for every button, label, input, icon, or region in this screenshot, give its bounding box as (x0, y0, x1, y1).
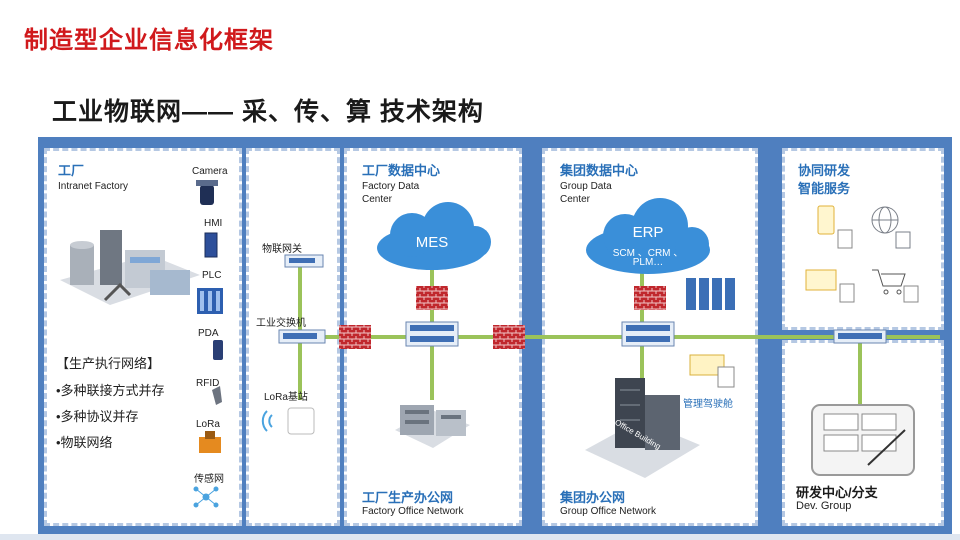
rd-center-subtitle: Dev. Group (796, 500, 852, 512)
factory-illustration-icon (60, 230, 200, 305)
group-dc-subtitle: Center (560, 194, 591, 205)
device-label: PDA (198, 328, 219, 339)
camera-icon (196, 180, 218, 205)
rd-center-title: 研发中心/分支 (796, 485, 878, 500)
server-rack-icon (686, 278, 735, 310)
firewall-icon (634, 286, 666, 310)
rd-title: 协同研发 (798, 163, 851, 178)
factory-bullet: •物联网络 (56, 435, 113, 450)
switch-icon (833, 329, 887, 344)
cart-icon (872, 269, 919, 303)
lora-base-station-icon (261, 407, 315, 435)
factory-bullet: 【生产执行网络】 (56, 356, 161, 371)
hmi-icon (204, 232, 218, 258)
device-label: 传感网 (194, 474, 224, 485)
factory-title: 工厂 (58, 163, 85, 178)
plc-icon (197, 288, 223, 314)
group-office-title: 集团办公网 (560, 490, 626, 505)
factory-bullet: •多种协议并存 (56, 409, 139, 424)
sensor-network-icon (193, 486, 219, 508)
cloud-icon (377, 202, 491, 270)
factory-dc-subtitle: Factory Data (362, 181, 420, 192)
globe-icon (871, 206, 911, 249)
switch-icon (284, 254, 324, 268)
device-label: RFID (196, 378, 220, 389)
erp-cloud-sublabel: PLM… (632, 257, 664, 268)
group-office-subtitle: Group Office Network (560, 506, 656, 517)
device-label: LoRa (196, 419, 220, 430)
switch-icon (621, 321, 675, 347)
firewall-icon (339, 325, 371, 349)
erp-cloud-sublabel: SCM 、CRM 、 (612, 248, 684, 259)
switch-icon (278, 329, 326, 344)
panel-factory (44, 148, 242, 526)
factory-office-title: 工厂生产办公网 (362, 490, 454, 505)
industrial-switch-label: 工业交换机 (256, 318, 306, 329)
bottom-band (0, 534, 960, 540)
mobile-phone-icon (817, 205, 853, 249)
tablet-icon (811, 404, 915, 476)
dashboard-icon (689, 354, 735, 388)
card-icon (805, 269, 855, 303)
rd-title: 智能服务 (798, 181, 851, 196)
factory-bullet: •多种联接方式并存 (56, 383, 165, 398)
group-dc-title: 集团数据中心 (560, 163, 639, 178)
page-subtitle: 工业物联网—— 采、传、算 技术架构 (52, 98, 484, 126)
factory-office-subtitle: Factory Office Network (362, 506, 464, 517)
factory-dc-title: 工厂数据中心 (362, 163, 441, 178)
iot-gateway-label: 物联网关 (262, 244, 302, 255)
lora-base-label: LoRa基站 (264, 392, 308, 403)
firewall-icon (416, 286, 448, 310)
panel-rd-services (782, 148, 944, 330)
switch-icon (405, 321, 459, 347)
device-label: PLC (202, 270, 222, 281)
page-title: 制造型企业信息化框架 (24, 27, 274, 54)
rfid-icon (212, 386, 222, 405)
firewall-icon (493, 325, 525, 349)
cloud-icon (586, 198, 710, 274)
device-label: HMI (204, 218, 223, 229)
factory-dc-subtitle: Center (362, 194, 393, 205)
office-building-icon (585, 378, 700, 478)
erp-cloud-label: ERP (632, 224, 664, 241)
mes-cloud-label: MES (415, 234, 449, 251)
cockpit-label: 管理驾驶舱 (683, 399, 733, 410)
device-label: Camera (192, 166, 228, 177)
lora-icon (199, 431, 221, 453)
pda-icon (213, 340, 223, 360)
group-dc-subtitle: Group Data (560, 181, 612, 192)
factory-subtitle: Intranet Factory (58, 181, 129, 192)
factory-office-buildings-icon (395, 405, 470, 448)
